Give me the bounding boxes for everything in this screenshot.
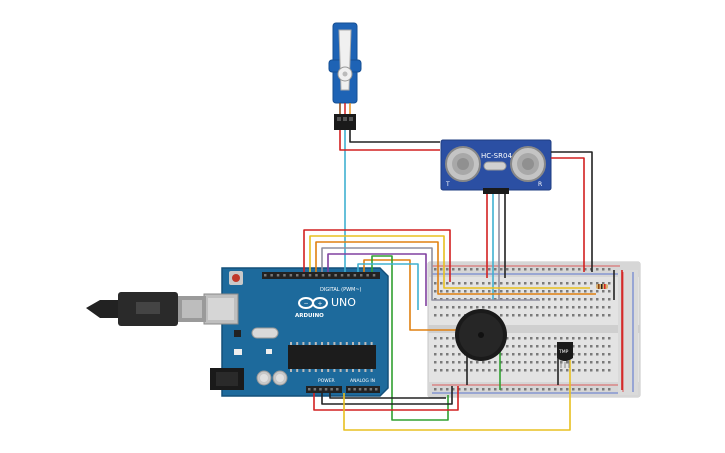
arduino-logo: − + [298, 297, 328, 309]
arduino-uno-board: DIGITAL (PWM~) − + ARDUINO UNO POWER ANA… [203, 267, 389, 397]
piezo-buzzer [455, 309, 507, 361]
servo-motor [328, 22, 362, 130]
sensor-t-mark: T [445, 181, 450, 188]
servo-connector [334, 114, 356, 130]
analog-label: ANALOG IN [350, 378, 375, 384]
ultrasonic-sensor: HC-SR04 T R [440, 139, 552, 194]
arduino-model: UNO [331, 296, 356, 309]
svg-text:−: − [304, 300, 309, 307]
usb-cable [86, 292, 206, 326]
resistor [596, 284, 608, 289]
power-label: POWER [318, 378, 335, 384]
atmega-chip [288, 345, 376, 369]
sensor-model: HC-SR04 [481, 152, 512, 160]
svg-text:+: + [318, 301, 323, 308]
temp-sensor-label: TMP [558, 349, 569, 355]
arduino-brand: ARDUINO [295, 313, 324, 319]
power-analog-pins [308, 388, 378, 391]
digital-header-pins [264, 274, 376, 277]
breadboard [427, 261, 641, 398]
temperature-sensor: TMP [557, 342, 573, 368]
sensor-r-mark: R [538, 181, 542, 188]
breadboard-holes [434, 268, 611, 391]
wires [303, 130, 623, 431]
digital-label: DIGITAL (PWM~) [320, 287, 362, 293]
